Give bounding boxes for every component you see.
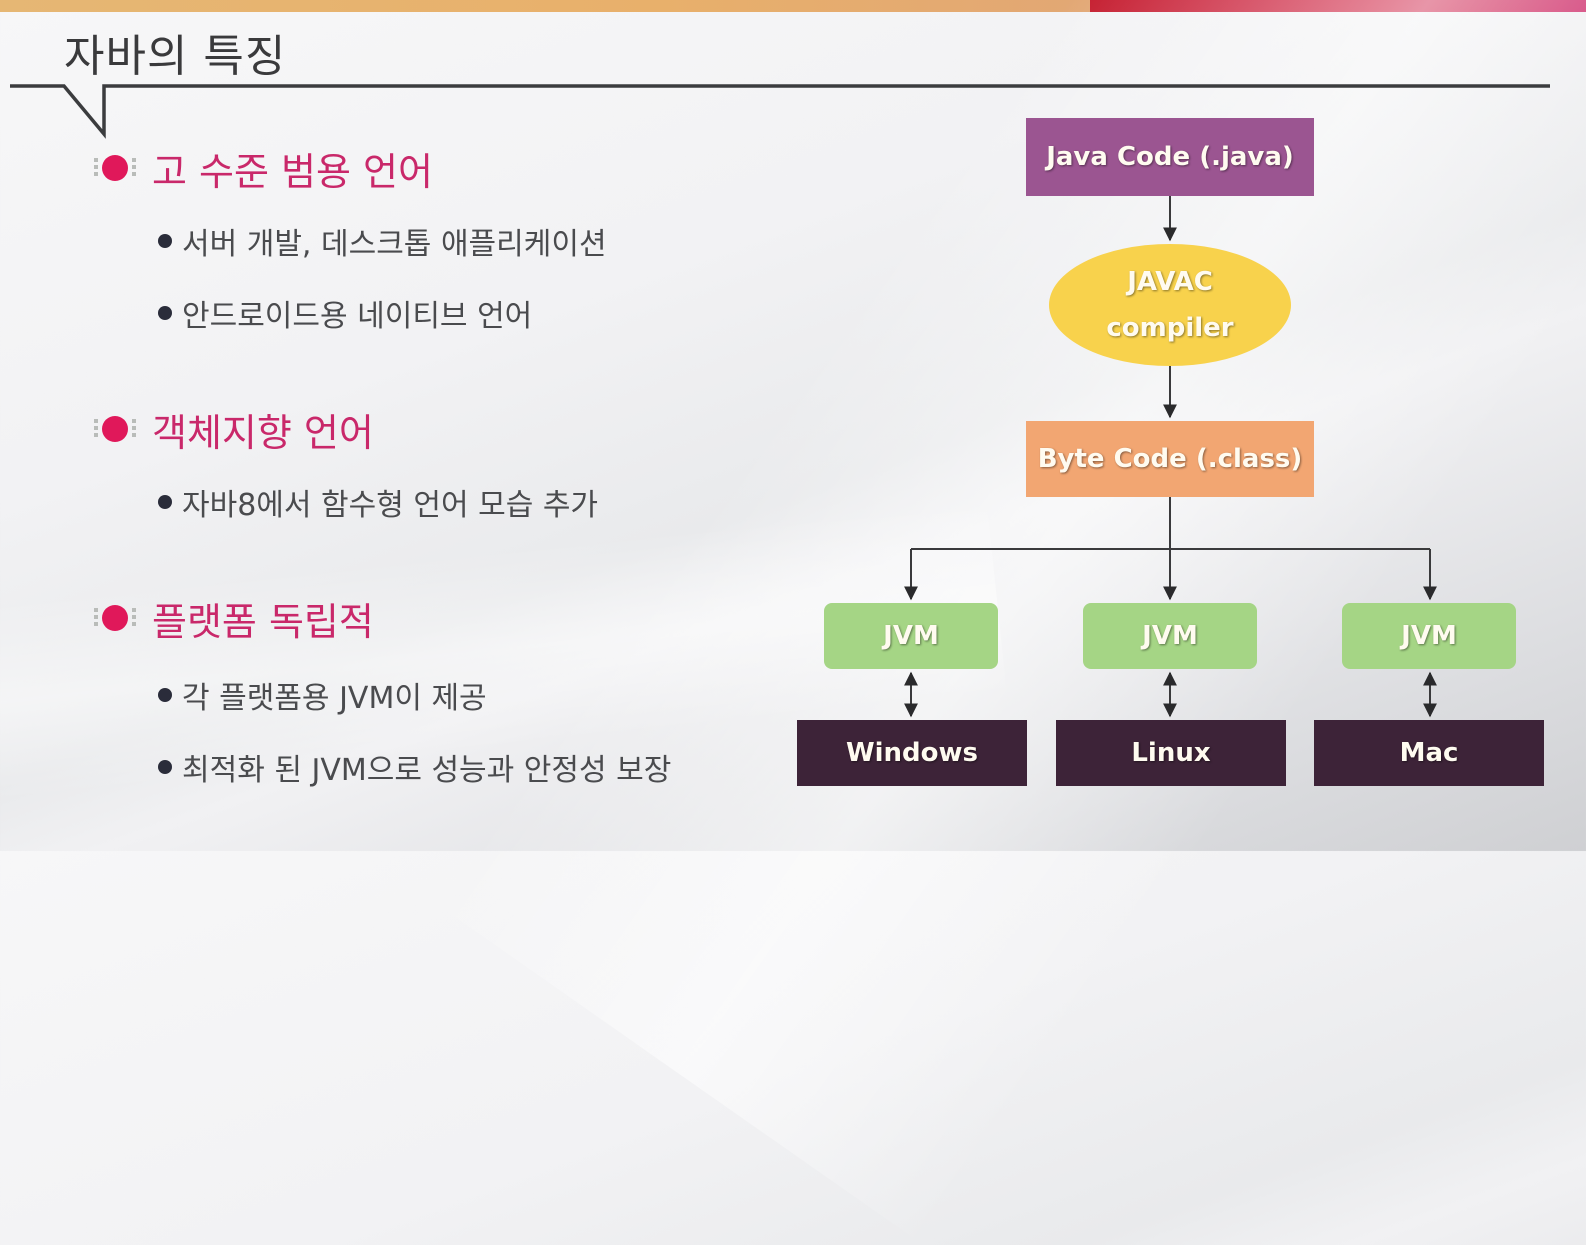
red-bullet-icon (92, 153, 138, 183)
slide-title: 자바의 특징 (64, 31, 287, 82)
bullet-dot-icon (158, 306, 172, 320)
node-platform-linux: Linux (1056, 720, 1286, 786)
node-platform-mac: Mac (1314, 720, 1544, 786)
red-bullet-icon (92, 414, 138, 444)
section-heading: 고 수준 범용 언어 (152, 149, 433, 194)
node-javac-compiler: JAVAC compiler (1049, 244, 1291, 366)
node-byte-code: Byte Code (.class) (1026, 421, 1314, 497)
diagram-connectors (904, 196, 1437, 718)
red-bullet-icon (92, 603, 138, 633)
javac-label-line2: compiler (1106, 313, 1234, 343)
list-item: 최적화 된 JVM으로 성능과 안정성 보장 (158, 747, 671, 788)
list-item: 각 플랫폼용 JVM이 제공 (158, 675, 671, 716)
section-heading: 플랫폼 독립적 (152, 599, 374, 644)
node-jvm-mac: JVM (1342, 603, 1516, 669)
list-item: 자바8에서 함수형 언어 모습 추가 (158, 482, 598, 523)
node-jvm-linux: JVM (1083, 603, 1257, 669)
node-platform-windows: Windows (797, 720, 1027, 786)
node-java-code: Java Code (.java) (1026, 118, 1314, 196)
list-item: 안드로이드용 네이티브 언어 (158, 293, 607, 334)
feature-section-high-level: 고 수준 범용 언어 서버 개발, 데스크톱 애플리케이션 안드로이드용 네이티… (92, 143, 607, 334)
feature-section-platform-independent: 플랫폼 독립적 각 플랫폼용 JVM이 제공 최적화 된 JVM으로 성능과 안… (92, 593, 671, 788)
javac-label-line1: JAVAC (1127, 267, 1213, 297)
feature-section-object-oriented: 객체지향 언어 자바8에서 함수형 언어 모습 추가 (92, 404, 598, 523)
title-underline-callout (10, 84, 1550, 139)
list-item: 서버 개발, 데스크톱 애플리케이션 (158, 221, 607, 262)
bullet-dot-icon (158, 234, 172, 248)
bullet-dot-icon (158, 760, 172, 774)
node-jvm-windows: JVM (824, 603, 998, 669)
bullet-dot-icon (158, 495, 172, 509)
section-heading: 객체지향 언어 (152, 410, 374, 455)
bullet-dot-icon (158, 688, 172, 702)
